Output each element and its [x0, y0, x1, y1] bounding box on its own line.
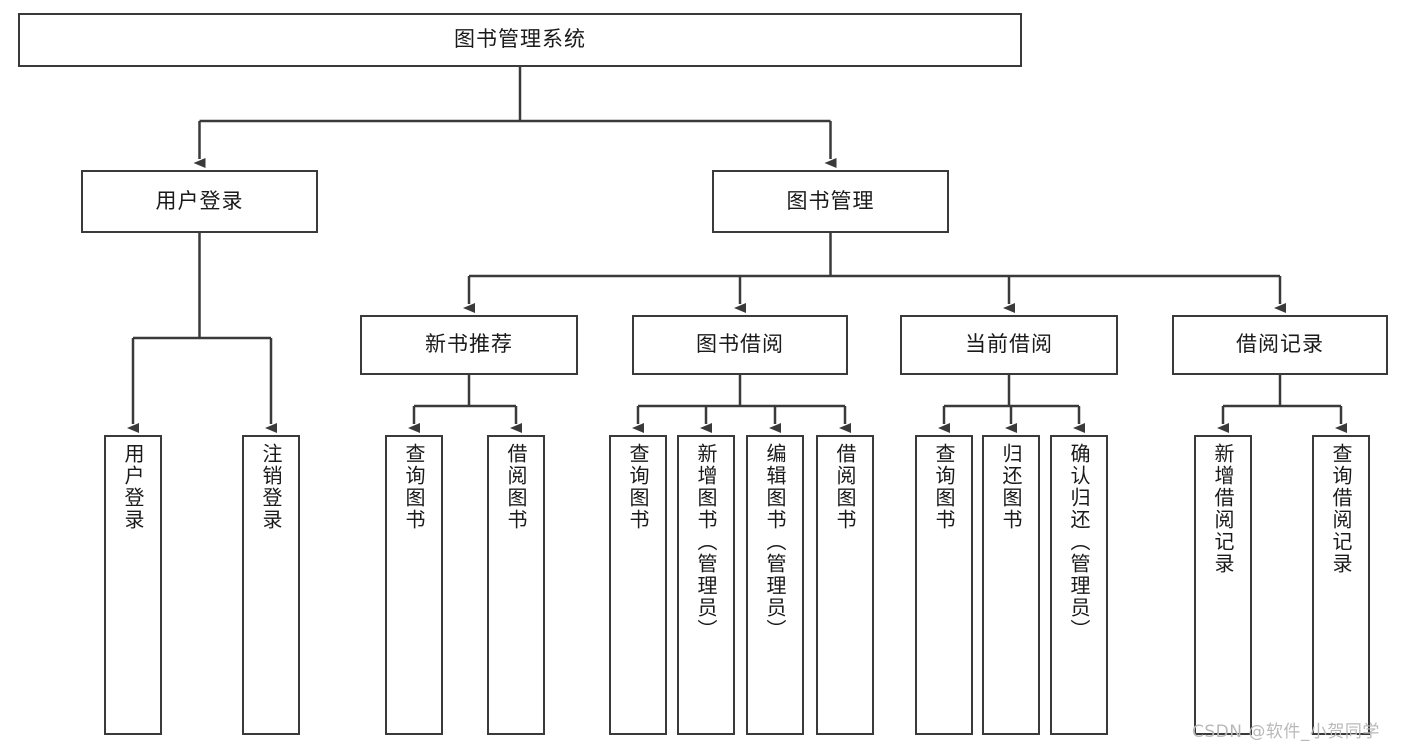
node-label: 借阅图书: [833, 443, 857, 531]
node-label: 新书推荐: [425, 332, 513, 357]
node-l9[interactable]: 查询图书: [915, 435, 973, 735]
node-current[interactable]: 当前借阅: [900, 315, 1118, 375]
node-label: 用户登录: [121, 443, 145, 531]
node-label: 当前借阅: [965, 332, 1053, 357]
node-l12[interactable]: 新增借阅记录: [1194, 435, 1252, 735]
node-label: 新增图书（管理员）: [694, 443, 718, 641]
node-label: 查询图书: [932, 443, 956, 531]
node-label: 确认归还（管理员）: [1067, 443, 1091, 641]
node-l10[interactable]: 归还图书: [982, 435, 1040, 735]
node-label: 归还图书: [999, 443, 1023, 531]
node-label: 查询图书: [402, 443, 426, 531]
node-l11[interactable]: 确认归还（管理员）: [1050, 435, 1108, 735]
node-l6[interactable]: 新增图书（管理员）: [677, 435, 735, 735]
node-label: 注销登录: [259, 443, 283, 531]
node-l8[interactable]: 借阅图书: [816, 435, 874, 735]
node-label: 图书管理系统: [454, 27, 586, 52]
node-l2[interactable]: 注销登录: [242, 435, 300, 735]
node-l5[interactable]: 查询图书: [609, 435, 667, 735]
node-login[interactable]: 用户登录: [81, 170, 318, 233]
node-borrow[interactable]: 图书借阅: [632, 315, 848, 375]
node-l4[interactable]: 借阅图书: [487, 435, 545, 735]
node-label: 图书管理: [786, 188, 875, 213]
node-newbook[interactable]: 新书推荐: [360, 315, 578, 375]
node-label: 新增借阅记录: [1211, 443, 1235, 575]
node-label: 用户登录: [155, 188, 244, 213]
node-records[interactable]: 借阅记录: [1172, 315, 1388, 375]
node-label: 图书借阅: [696, 332, 784, 357]
node-l1[interactable]: 用户登录: [104, 435, 162, 735]
node-label: 查询图书: [626, 443, 650, 531]
csdn-watermark: CSDN @软件_小贺同学: [1192, 722, 1380, 742]
node-label: 编辑图书（管理员）: [763, 443, 787, 641]
node-l3[interactable]: 查询图书: [385, 435, 443, 735]
node-l13[interactable]: 查询借阅记录: [1312, 435, 1370, 735]
node-l7[interactable]: 编辑图书（管理员）: [746, 435, 804, 735]
node-bookmgmt[interactable]: 图书管理: [712, 170, 949, 233]
node-label: 借阅记录: [1236, 332, 1324, 357]
node-root[interactable]: 图书管理系统: [18, 13, 1022, 67]
node-label: 查询借阅记录: [1329, 443, 1353, 575]
node-label: 借阅图书: [504, 443, 528, 531]
